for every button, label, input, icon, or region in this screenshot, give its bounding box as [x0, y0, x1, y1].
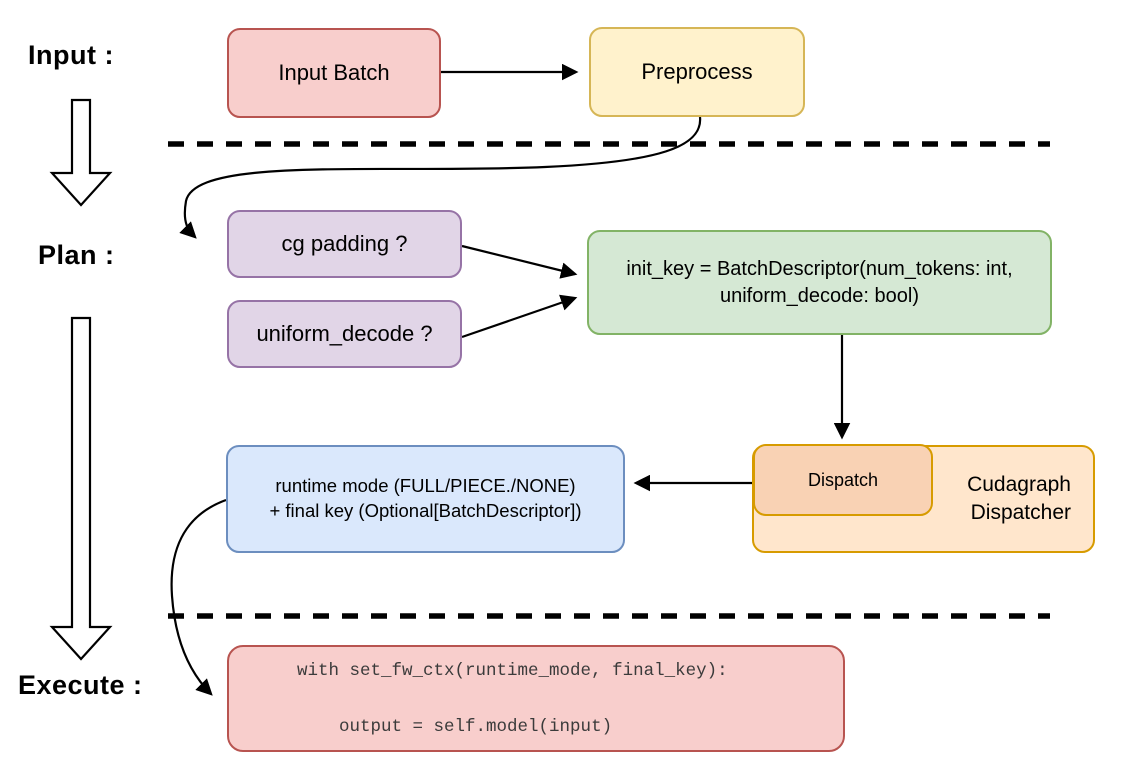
node-execute-code: with set_fw_ctx(runtime_mode, final_key)… [227, 645, 845, 752]
node-cudagraph-dispatcher-line1: Cudagraph [967, 472, 1071, 496]
node-preprocess: Preprocess [589, 27, 805, 117]
node-cg-padding-label: cg padding ? [281, 231, 408, 257]
node-cg-padding: cg padding ? [227, 210, 462, 278]
node-preprocess-label: Preprocess [641, 59, 753, 85]
stage-label-execute: Execute : [18, 670, 143, 700]
node-dispatch: Dispatch [753, 444, 933, 516]
node-dispatch-label: Dispatch [807, 469, 879, 490]
node-cudagraph-dispatcher-line2: Dispatcher [970, 501, 1071, 524]
node-runtime-mode-line2: + final key (Optional[BatchDescriptor]) [269, 500, 582, 521]
node-uniform-decode-label: uniform_decode ? [256, 321, 433, 347]
node-runtime-mode: runtime mode (FULL/PIECE./NONE) + final … [226, 445, 625, 553]
connector-preprocess-to-cgpadding [179, 116, 702, 239]
connector-uniformdecode-to-initkey [461, 294, 578, 339]
node-execute-code-line1: with set_fw_ctx(runtime_mode, final_key)… [297, 660, 728, 681]
node-input-batch: Input Batch [227, 28, 441, 118]
connector-runtimemode-to-executecode [170, 498, 227, 696]
node-execute-code-line2: output = self.model(input) [297, 716, 613, 737]
stage-label-plan: Plan : [38, 240, 115, 270]
node-runtime-mode-line1: runtime mode (FULL/PIECE./NONE) [275, 475, 576, 497]
node-input-batch-label: Input Batch [278, 60, 390, 86]
node-uniform-decode: uniform_decode ? [227, 300, 462, 368]
stage-arrow-plan-to-execute-icon [49, 316, 113, 661]
node-init-key: init_key = BatchDescriptor(num_tokens: i… [587, 230, 1052, 335]
stage-arrow-input-to-plan-icon [49, 98, 113, 207]
node-init-key-line1: init_key = BatchDescriptor(num_tokens: i… [626, 257, 1013, 280]
connector-cgpadding-to-initkey [461, 244, 578, 279]
node-init-key-line2: uniform_decode: bool) [719, 284, 919, 307]
stage-label-input: Input : [28, 40, 114, 70]
